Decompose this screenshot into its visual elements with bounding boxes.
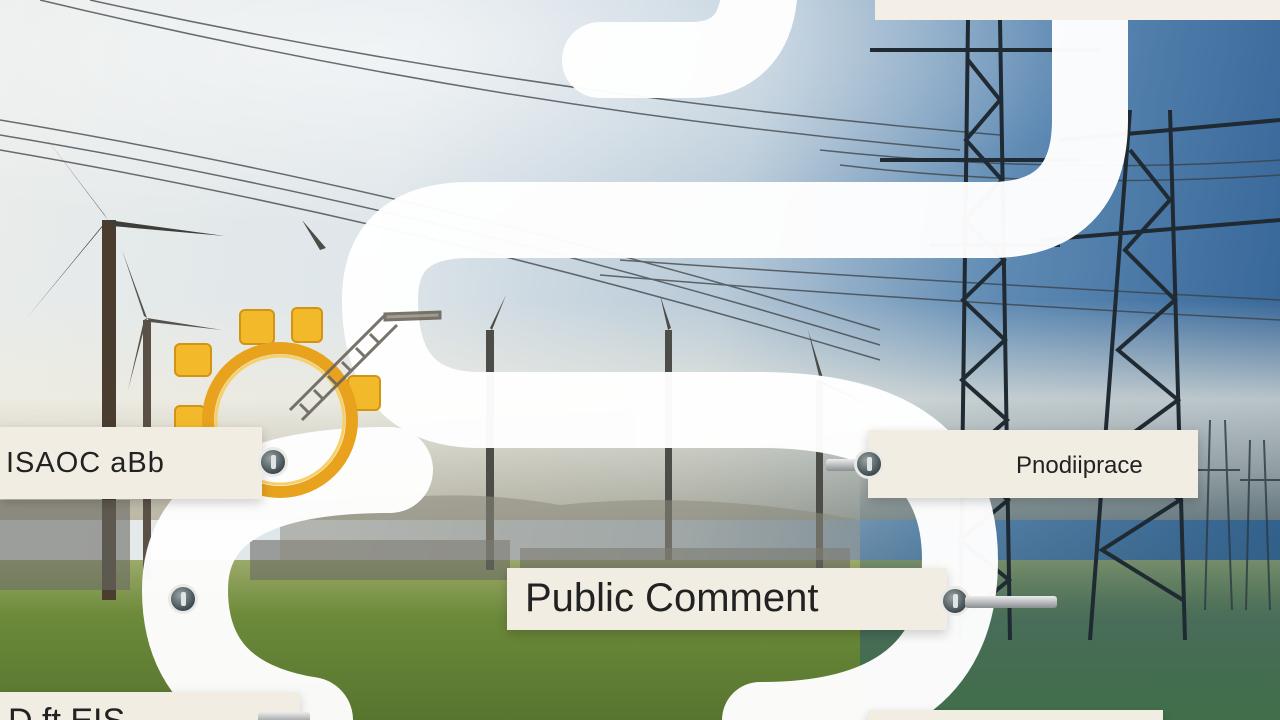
transmission-tower-icon (1195, 419, 1280, 611)
connector-node-icon (258, 447, 288, 477)
step-card-public-comment: Public Comment (507, 568, 947, 630)
connector-bar (258, 712, 310, 720)
step-card-bottom-right (868, 710, 1163, 720)
step-label: Pnodiiprace (1016, 452, 1143, 479)
step-label: Public Comment (525, 576, 819, 620)
step-card-right-top: Pnodiiprace (868, 430, 1198, 498)
connector-bar (965, 596, 1057, 608)
ladder (288, 310, 442, 422)
connector-node-icon (854, 449, 884, 479)
step-label: ISAOC aBb (6, 447, 165, 479)
step-card-left-top: ISAOC aBb (0, 427, 262, 499)
gear-icon (174, 307, 381, 498)
connector-node-icon (168, 584, 198, 614)
step-card-bottom-left: D ft EIS (0, 692, 300, 720)
top-banner (875, 0, 1280, 20)
distant-hills (280, 495, 860, 560)
step-label: D ft EIS (8, 702, 125, 720)
